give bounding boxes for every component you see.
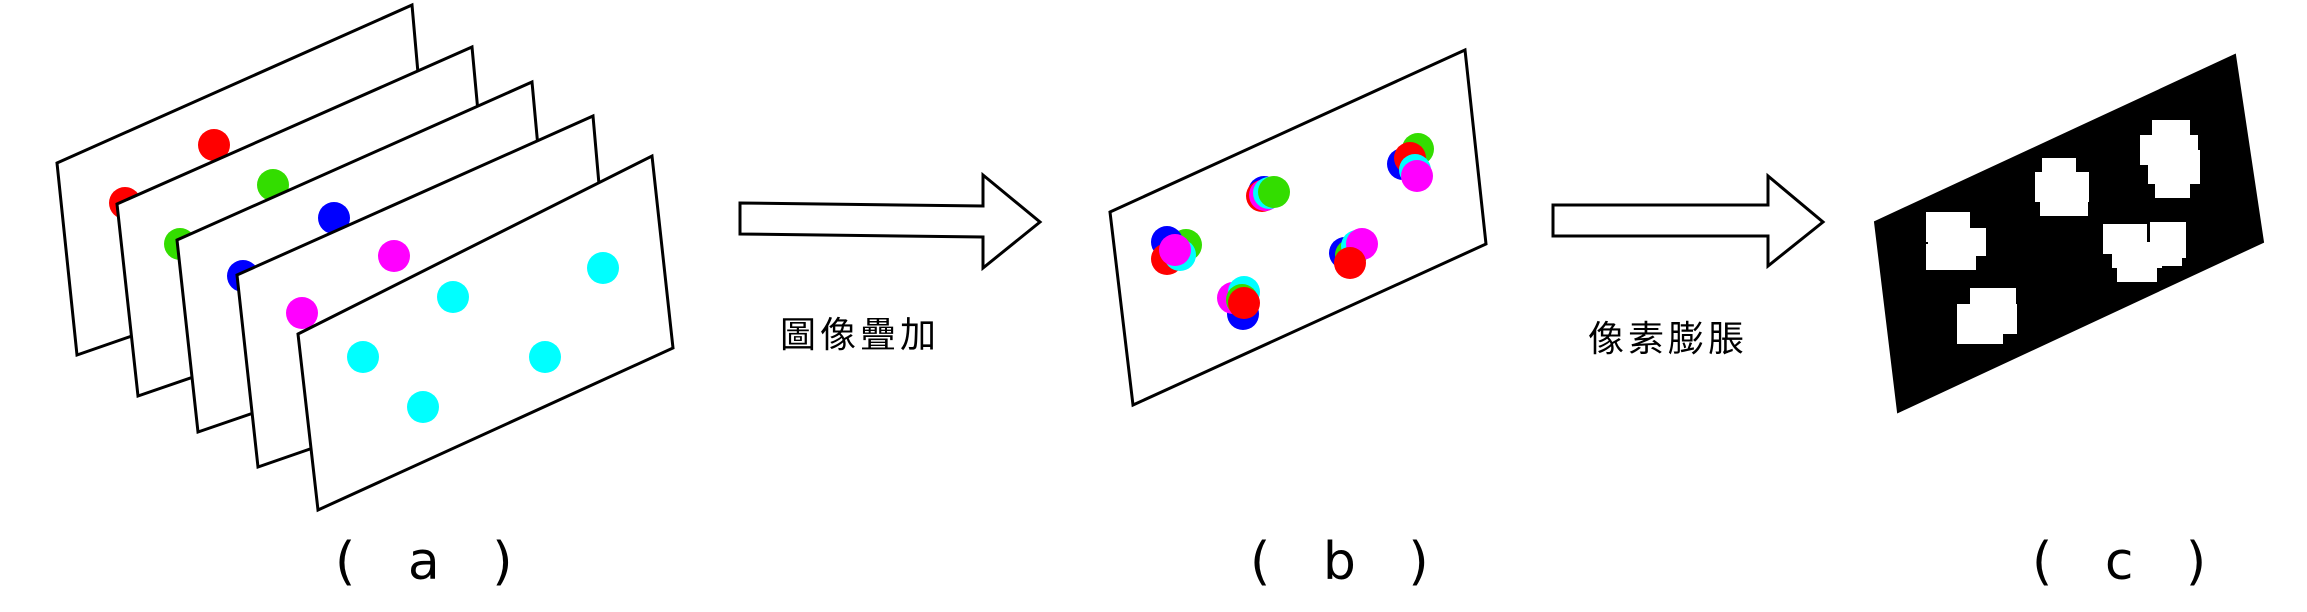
- superimposed-plane: [1108, 47, 1488, 408]
- frame-magenta-dot: [286, 297, 318, 329]
- frame-blue-dot: [318, 202, 350, 234]
- panel-c-label: ( c ): [2032, 532, 2225, 592]
- dot-cluster: [1217, 276, 1260, 330]
- panel-a-label: ( a ): [335, 532, 531, 592]
- mask-blob: [2103, 222, 2186, 282]
- frame-cyan-dot: [529, 341, 561, 373]
- frame-cyan: [296, 153, 675, 513]
- cluster-dot: [1159, 234, 1191, 266]
- arrow-right-icon: [738, 171, 1043, 272]
- mask-blob: [1957, 288, 2017, 344]
- dot-cluster: [1387, 133, 1434, 192]
- frame-cyan-dot: [407, 391, 439, 423]
- dilation-label: 像素膨脹: [1588, 319, 1749, 360]
- frame-red-dot: [198, 129, 230, 161]
- cluster-dot: [1228, 287, 1260, 319]
- superimpose-label: 圖像疊加: [780, 315, 941, 356]
- frame-magenta-dot: [378, 240, 410, 272]
- panel-c-dilated-mask: [1873, 53, 2265, 414]
- cluster-dot: [1258, 176, 1290, 208]
- dot-cluster: [1329, 228, 1378, 279]
- panel-a-stack: [55, 2, 675, 513]
- mask-blob: [2140, 120, 2200, 198]
- frame-cyan-dot: [587, 252, 619, 284]
- dot-cluster: [1246, 176, 1290, 212]
- frame-cyan-plane: [296, 153, 675, 513]
- arrow-right-icon: [1551, 172, 1826, 270]
- cluster-dot: [1334, 247, 1366, 279]
- cluster-dot: [1401, 160, 1433, 192]
- dot-cluster: [1151, 226, 1202, 275]
- frame-cyan-dot: [347, 341, 379, 373]
- frame-cyan-dot: [437, 281, 469, 313]
- panel-b-superimposed: [1108, 47, 1488, 408]
- mask-blob: [2035, 158, 2089, 216]
- mask-blob: [1926, 212, 1986, 270]
- panel-b-label: ( b ): [1250, 532, 1447, 592]
